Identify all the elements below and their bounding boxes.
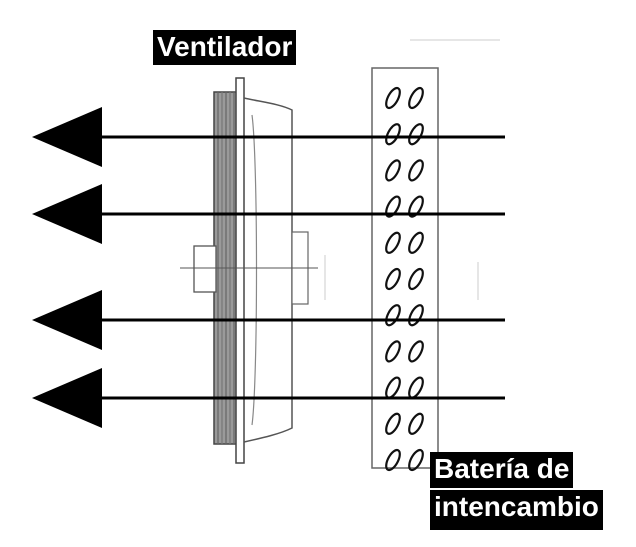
coil-tube <box>408 195 424 218</box>
airflow-arrowhead <box>32 290 102 350</box>
airflow-arrowhead <box>32 107 102 167</box>
coil-tube <box>385 195 401 218</box>
coil-tube <box>408 86 424 110</box>
airflow-arrowhead <box>32 184 102 244</box>
coil-tube <box>408 412 424 435</box>
coil-tube <box>385 267 401 291</box>
coil-label-line-1: Batería de <box>430 452 574 488</box>
coil-tube <box>408 448 424 472</box>
coil-tube <box>385 304 401 327</box>
fan-motor-hub <box>193 245 217 293</box>
coil-frame <box>371 67 439 469</box>
coil-tube <box>408 340 424 363</box>
coil-tube <box>385 412 401 435</box>
coil-tube <box>385 86 401 110</box>
fan-label: Ventilador <box>153 30 297 65</box>
coil-tube <box>385 340 401 363</box>
heat-exchange-coil <box>371 67 439 472</box>
coil-tube <box>385 159 401 182</box>
coil-tube <box>408 267 424 291</box>
coil-label-line-2: intencambio <box>430 490 603 530</box>
fan-shroud <box>243 97 293 443</box>
airflow-arrows <box>32 107 505 428</box>
fan-mounting-plate <box>235 77 245 464</box>
coil-tube <box>408 231 424 254</box>
fan-assembly <box>180 77 318 464</box>
coil-tube <box>408 159 424 182</box>
airflow-arrowhead <box>32 368 102 428</box>
coil-tube <box>385 448 401 472</box>
coil-tube <box>385 231 401 254</box>
faint-construction-lines <box>324 39 500 300</box>
coil-tube <box>408 304 424 327</box>
